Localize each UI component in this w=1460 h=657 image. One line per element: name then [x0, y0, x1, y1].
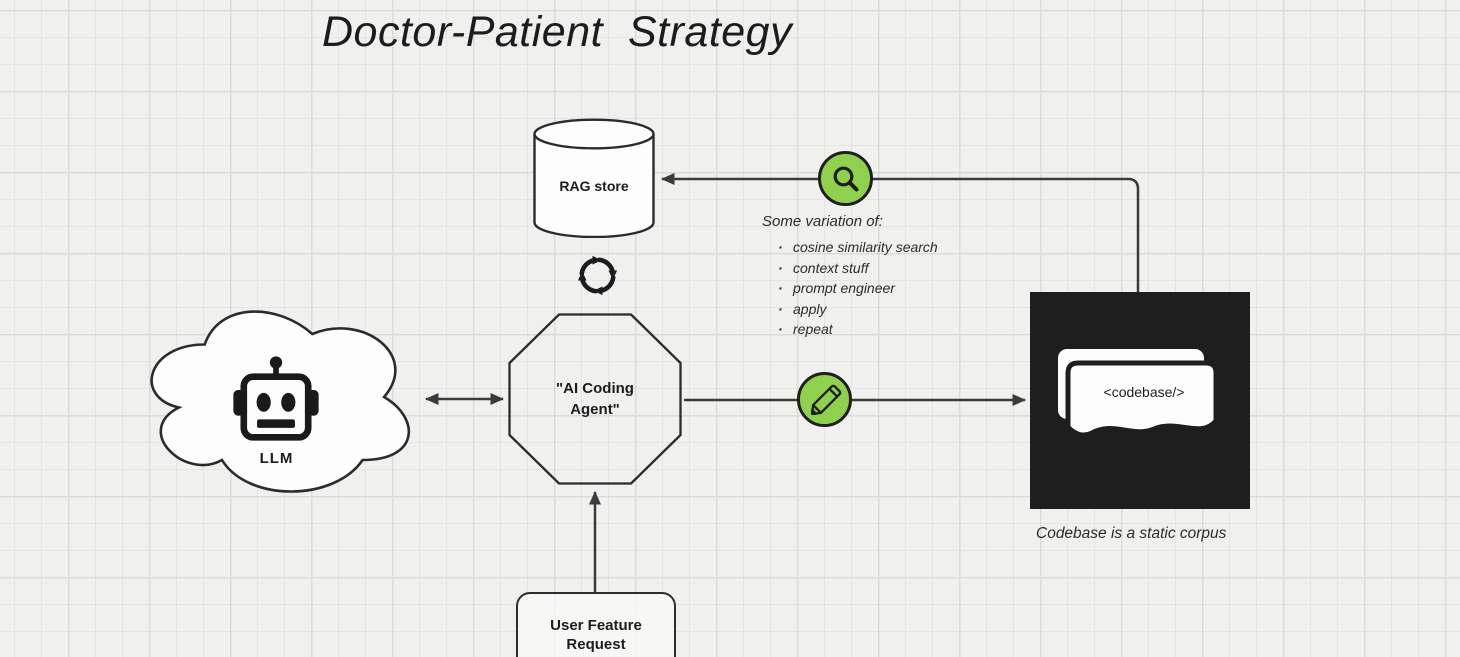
llm-label: LLM — [259, 450, 294, 467]
notes-item: prompt engineer — [762, 278, 938, 299]
codebase-label: <codebase/> — [1103, 384, 1185, 400]
notes-item: context stuff — [762, 258, 938, 279]
rag-store-label: RAG store — [559, 178, 629, 194]
octagon-shape — [508, 313, 682, 485]
diagram-title[interactable]: Doctor-Patient Strategy — [322, 8, 793, 56]
notes-item: cosine similarity search — [762, 237, 938, 258]
notes-item: repeat — [762, 319, 938, 340]
node-rag-store[interactable]: RAG store — [533, 118, 655, 238]
node-llm[interactable]: LLM — [133, 292, 420, 502]
refresh-cycle-icon[interactable] — [573, 251, 622, 300]
notes-heading: Some variation of: — [762, 213, 883, 230]
pencil-icon — [810, 384, 841, 415]
notes-annotation[interactable]: Some variation of: cosine similarity sea… — [762, 213, 938, 340]
document-stack-icon — [1058, 349, 1219, 438]
user-request-label: User Feature Request — [550, 617, 642, 653]
node-codebase[interactable]: <codebase/> — [1030, 292, 1250, 509]
search-icon — [833, 166, 858, 191]
agent-label-line1: "AI Coding — [556, 380, 634, 397]
robot-icon — [233, 356, 319, 441]
notes-item: apply — [762, 299, 938, 320]
connector-codebase-ragstore[interactable] — [661, 173, 1140, 292]
node-ai-coding-agent[interactable]: "AI Coding Agent" — [508, 313, 682, 485]
cylinder-shape — [533, 118, 655, 238]
node-user-feature-request[interactable]: User Feature Request — [516, 592, 676, 657]
codebase-caption[interactable]: Codebase is a static corpus — [1036, 525, 1227, 542]
pencil-badge[interactable] — [797, 372, 852, 427]
notes-list: cosine similarity search context stuff p… — [762, 237, 938, 340]
agent-label-line2: Agent" — [570, 401, 620, 418]
agent-label: "AI Coding Agent" — [508, 313, 682, 485]
search-badge[interactable] — [818, 151, 873, 206]
